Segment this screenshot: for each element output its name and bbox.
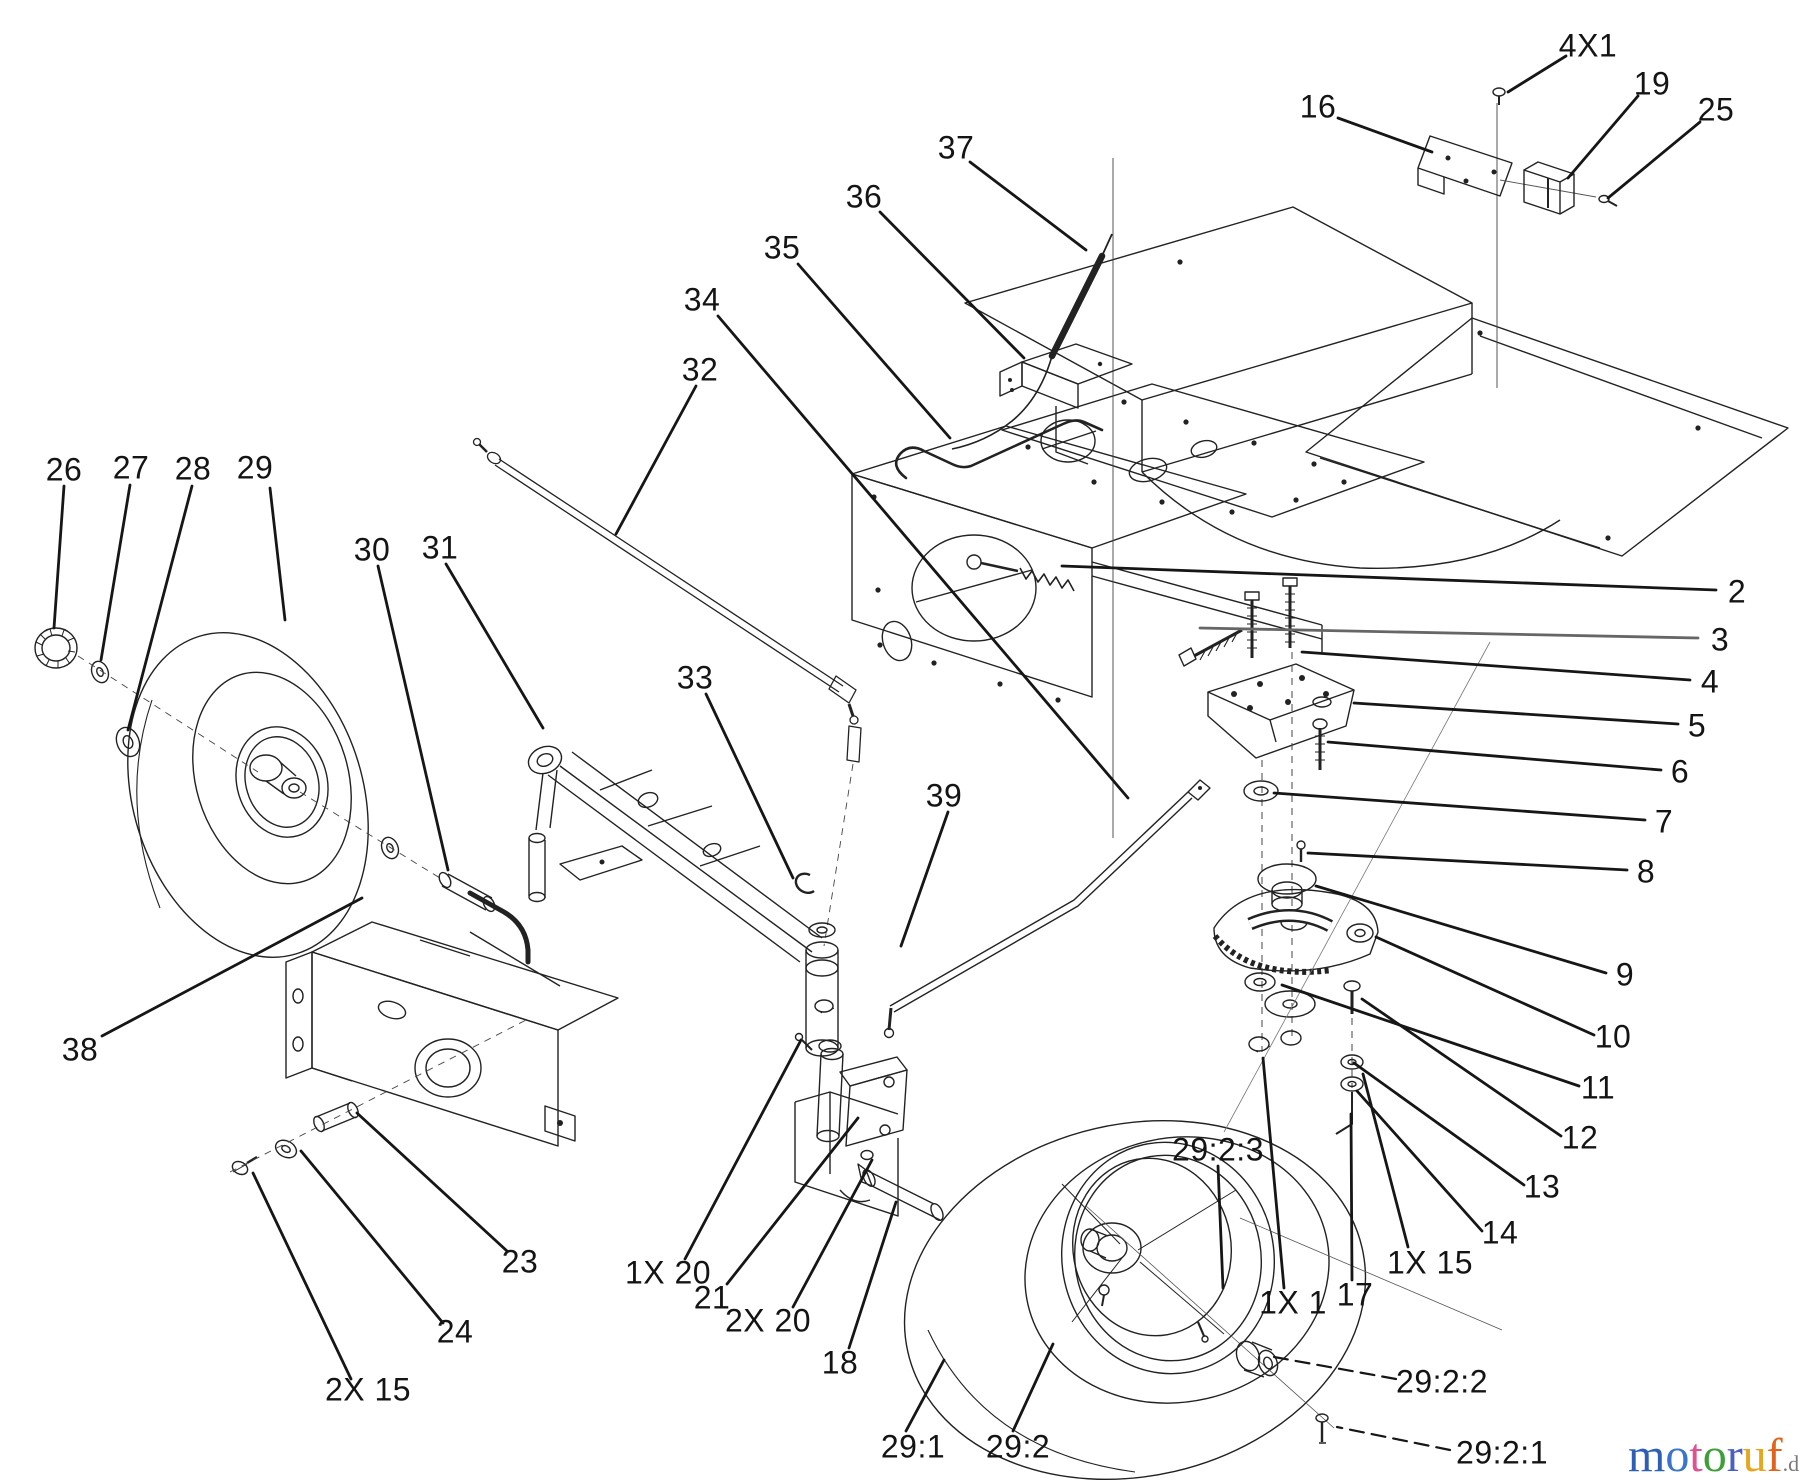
steering-gear-stack bbox=[1207, 577, 1491, 1135]
watermark-logo: motoruf.de bbox=[1628, 1430, 1800, 1482]
washer-28 bbox=[115, 726, 141, 758]
valve-stem bbox=[1196, 1321, 1206, 1337]
axle-bolt-18 bbox=[857, 1163, 944, 1222]
logo-letter: r bbox=[1726, 1429, 1743, 1482]
part-label-9: 9 bbox=[1615, 956, 1635, 993]
hub-cap-26 bbox=[34, 627, 78, 669]
drag-link bbox=[883, 779, 1211, 1039]
sector-gear-10 bbox=[1212, 888, 1379, 975]
part-label-8: 8 bbox=[1636, 853, 1656, 890]
part-label-5: 5 bbox=[1687, 707, 1707, 744]
leader-lines bbox=[52, 54, 1718, 1452]
part-label-37: 37 bbox=[937, 129, 975, 166]
part-label-6: 6 bbox=[1670, 753, 1690, 790]
long-bolt-part3 bbox=[1178, 628, 1243, 667]
part-label-12: 12 bbox=[1561, 1119, 1599, 1156]
part-label-24: 24 bbox=[436, 1313, 474, 1350]
part-label-28: 28 bbox=[174, 450, 212, 487]
part-label-35: 35 bbox=[763, 229, 801, 266]
part-label-29-2-1: 29:2:1 bbox=[1456, 1434, 1548, 1471]
part-label-38: 38 bbox=[61, 1031, 99, 1068]
qty-label-2x15: 2X 15 bbox=[324, 1371, 412, 1408]
part-label-17: 17 bbox=[1336, 1276, 1374, 1313]
part-label-11: 11 bbox=[1580, 1069, 1616, 1106]
tie-rod-32 bbox=[472, 437, 862, 947]
left-wheel bbox=[34, 627, 441, 958]
part-label-10: 10 bbox=[1594, 1018, 1632, 1055]
part-label-18: 18 bbox=[821, 1344, 859, 1381]
logo-letter: f bbox=[1766, 1429, 1783, 1482]
screw-29-2-1 bbox=[1315, 1413, 1329, 1444]
spindle-assembly bbox=[794, 779, 1211, 1222]
part-label-29: 29 bbox=[236, 449, 274, 486]
part-label-33: 33 bbox=[676, 659, 714, 696]
qty-label-2x20: 2X 20 bbox=[724, 1302, 812, 1339]
bolt-and-spring-part2 bbox=[966, 554, 1075, 592]
part-label-14: 14 bbox=[1481, 1214, 1519, 1251]
part-label-2: 2 bbox=[1727, 573, 1747, 610]
retaining-clip-33 bbox=[794, 872, 815, 894]
bracket-16-latch-19 bbox=[1417, 87, 1618, 215]
axle-assembly-31 bbox=[438, 745, 839, 1057]
part-label-4x1: 4X1 bbox=[1558, 27, 1618, 64]
qty-label-1x20: 1X 20 bbox=[624, 1254, 712, 1291]
hardware-bolt-washer-spacer bbox=[229, 1017, 531, 1176]
logo-letter: t bbox=[1689, 1429, 1703, 1482]
part-label-32: 32 bbox=[681, 351, 719, 388]
part-label-29-2: 29:2 bbox=[985, 1428, 1051, 1465]
front-wheel bbox=[903, 1119, 1503, 1481]
part-label-29-2-3: 29:2:3 bbox=[1172, 1131, 1264, 1168]
part-label-23: 23 bbox=[501, 1243, 539, 1280]
part-label-27: 27 bbox=[112, 449, 150, 486]
part-label-34: 34 bbox=[683, 281, 721, 318]
part-label-16: 16 bbox=[1299, 88, 1337, 125]
qty-label-1x15: 1X 15 bbox=[1386, 1244, 1474, 1281]
hub-cap-29-2-2 bbox=[1235, 1340, 1279, 1378]
support-bracket-38 bbox=[285, 921, 619, 1147]
part-label-13: 13 bbox=[1523, 1168, 1561, 1205]
chassis-frame bbox=[851, 103, 1789, 838]
part-label-25: 25 bbox=[1697, 91, 1735, 128]
part-label-4: 4 bbox=[1700, 663, 1720, 700]
logo-letter: m bbox=[1628, 1429, 1666, 1482]
part-label-36: 36 bbox=[845, 178, 883, 215]
part-label-29-2-2: 29:2:2 bbox=[1396, 1363, 1488, 1400]
part-label-7: 7 bbox=[1654, 803, 1674, 840]
part-label-3: 3 bbox=[1710, 621, 1730, 658]
console-bracket-and-lever bbox=[894, 233, 1133, 480]
logo-letter: u bbox=[1742, 1429, 1767, 1482]
part-label-19: 19 bbox=[1633, 65, 1671, 102]
qty-label-1x1: 1X 1 bbox=[1259, 1284, 1327, 1321]
logo-domain-suffix: .de bbox=[1782, 1451, 1800, 1476]
part-label-31: 31 bbox=[421, 529, 459, 566]
part-label-29-1: 29:1 bbox=[880, 1428, 946, 1465]
part-label-26: 26 bbox=[45, 451, 83, 488]
logo-letter: o bbox=[1702, 1429, 1727, 1482]
part-label-39: 39 bbox=[925, 777, 963, 814]
logo-letter: o bbox=[1665, 1429, 1690, 1482]
washer-27 bbox=[90, 660, 110, 684]
part-label-21: 21 bbox=[693, 1279, 731, 1316]
part-label-30: 30 bbox=[353, 531, 391, 568]
